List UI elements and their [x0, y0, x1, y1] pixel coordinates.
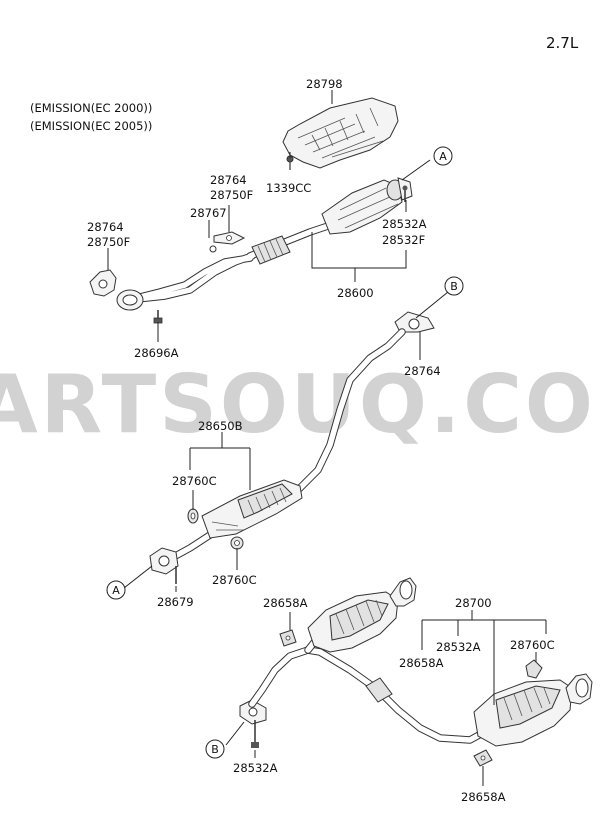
- label-28700: 28700: [455, 596, 492, 610]
- emission-note-2000: (EMISSION(EC 2000)): [30, 101, 152, 115]
- label-28750f-left: 28750F: [87, 235, 130, 249]
- bolt-28696a-shape: [153, 310, 163, 324]
- center-pipe-assembly: [149, 311, 435, 584]
- svg-text:B: B: [450, 280, 458, 293]
- label-28532f: 28532F: [382, 233, 425, 247]
- svg-text:A: A: [439, 150, 447, 163]
- label-28658a-c: 28658A: [461, 790, 506, 804]
- front-pipe-assembly: [89, 97, 413, 324]
- center-gasket-shape: [394, 311, 435, 333]
- bolt-1339cc-shape: [286, 155, 294, 170]
- label-1339cc: 1339CC: [266, 181, 311, 195]
- hanger-rubber-a-shape: [187, 508, 199, 524]
- label-28532a-bottom: 28532A: [233, 761, 278, 775]
- center-front-flange-shape: [149, 547, 179, 575]
- label-28650b: 28650B: [198, 419, 243, 433]
- flex-pipe-shape: [251, 235, 291, 265]
- label-28798: 28798: [306, 77, 343, 91]
- ref-circle-b-bottom: B: [205, 739, 225, 759]
- top-leader-lines: [107, 90, 431, 342]
- label-28764-left: 28764: [87, 220, 124, 234]
- heat-protector-shape: [282, 97, 399, 169]
- ref-circle-b-mid: B: [444, 276, 464, 296]
- label-28760c-a: 28760C: [172, 474, 217, 488]
- emission-note-2005: (EMISSION(EC 2005)): [30, 119, 152, 133]
- left-gasket-shape: [89, 269, 117, 297]
- bottom-leader-lines: [225, 610, 547, 786]
- ref-circle-a-top: A: [433, 146, 453, 166]
- front-flange-shape: [116, 289, 144, 311]
- ref-circle-a-mid: A: [106, 580, 126, 600]
- label-28764-mid: 28764: [404, 364, 441, 378]
- label-28696a: 28696A: [134, 346, 179, 360]
- label-28658a-b: 28658A: [399, 656, 444, 670]
- label-28532a-mid: 28532A: [436, 640, 481, 654]
- label-28532a-top: 28532A: [382, 217, 427, 231]
- watermark: PARTSOUQ.COM: [0, 358, 600, 451]
- label-28767: 28767: [190, 206, 227, 220]
- label-28750f-top: 28750F: [210, 188, 253, 202]
- converter-bolts-shape: [402, 185, 408, 202]
- right-muffler-shape: [473, 673, 593, 747]
- middle-leader-lines: [123, 291, 449, 592]
- label-28679: 28679: [157, 595, 194, 609]
- left-muffler-shape: [307, 577, 417, 653]
- hanger-28658a-a-shape: [279, 629, 297, 647]
- center-resonator-shape: [201, 479, 303, 539]
- rear-flange-b-shape: [239, 699, 267, 725]
- catalytic-converter-shape: [321, 177, 413, 235]
- label-28760c-c: 28760C: [510, 638, 555, 652]
- main-muffler-assembly: [239, 577, 593, 767]
- hanger-28760c-c-shape: [525, 659, 543, 679]
- label-28658a-a: 28658A: [263, 596, 308, 610]
- label-28764-top: 28764: [210, 173, 247, 187]
- hanger-rubber-b-shape: [230, 536, 244, 550]
- upper-gasket-shape: [213, 231, 246, 245]
- label-28760c-b: 28760C: [212, 573, 257, 587]
- svg-text:B: B: [211, 743, 219, 756]
- bolt-28532a-bottom-shape: [251, 720, 259, 748]
- label-28600: 28600: [337, 286, 374, 300]
- svg-text:A: A: [112, 584, 120, 597]
- engine-variant: 2.7L: [546, 34, 579, 52]
- hanger-28658a-c-shape: [473, 749, 493, 767]
